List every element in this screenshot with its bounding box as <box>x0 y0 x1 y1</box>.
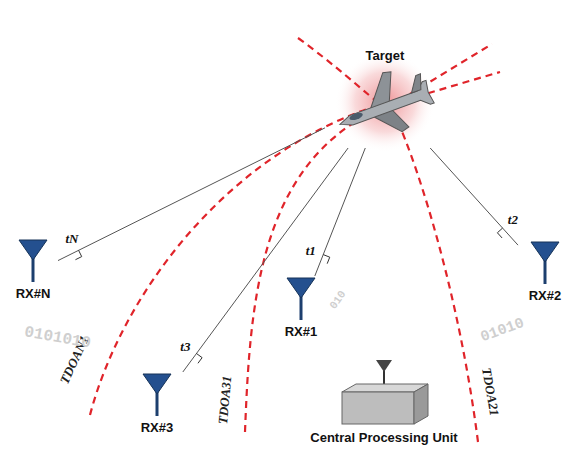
node-icon <box>518 240 572 286</box>
time-label: t1 <box>306 243 316 259</box>
signal-path <box>430 148 518 245</box>
antenna-symbol <box>143 374 171 394</box>
cpu-antenna <box>376 360 392 372</box>
tdoa-hyperbola <box>90 108 370 415</box>
node-label: Target <box>325 48 445 63</box>
receiver-node: RX#2 <box>518 240 572 310</box>
watermark: 01010 <box>479 314 527 345</box>
node-icon <box>276 276 326 322</box>
time-label: t3 <box>180 339 190 355</box>
receiver-node: RX#1 <box>276 276 326 346</box>
watermark: 0101010 <box>23 323 92 352</box>
cpu-box <box>342 392 414 424</box>
target-glow <box>335 52 435 152</box>
processing-unit: Central Processing Unit <box>268 356 500 449</box>
tdoa-hyperbola <box>245 112 372 432</box>
antenna-symbol <box>287 278 315 298</box>
time-label: tN <box>65 231 78 247</box>
node-icon <box>8 238 58 284</box>
time-label: t2 <box>508 212 518 228</box>
antenna-symbol <box>531 242 559 262</box>
right-angle-mark <box>497 228 502 238</box>
right-angle-mark <box>323 255 330 264</box>
node-label: RX#3 <box>130 420 184 435</box>
node-label: RX#2 <box>518 288 572 303</box>
node-icon <box>130 372 184 418</box>
node-icon <box>268 356 500 428</box>
node-label: Central Processing Unit <box>268 430 500 445</box>
target-node: Target <box>325 48 445 148</box>
receiver-node: RX#3 <box>130 372 184 442</box>
node-label: RX#N <box>8 286 58 301</box>
jet-aircraft <box>328 64 439 148</box>
right-angle-mark <box>75 250 81 259</box>
node-label: RX#1 <box>276 324 326 339</box>
right-angle-mark <box>196 353 202 363</box>
signal-path <box>58 128 325 261</box>
signal-path <box>183 148 348 372</box>
watermark: 010 <box>327 288 348 311</box>
node-icon <box>325 64 445 148</box>
tdoa-label: TDOA21 <box>478 366 503 418</box>
cpu-box <box>414 384 428 424</box>
tdoa-label: TDOA31 <box>215 374 235 426</box>
signal-path <box>315 148 365 276</box>
tdoa-hyperbola <box>298 38 375 100</box>
receiver-node: RX#N <box>8 238 58 308</box>
antenna-symbol <box>19 240 47 260</box>
